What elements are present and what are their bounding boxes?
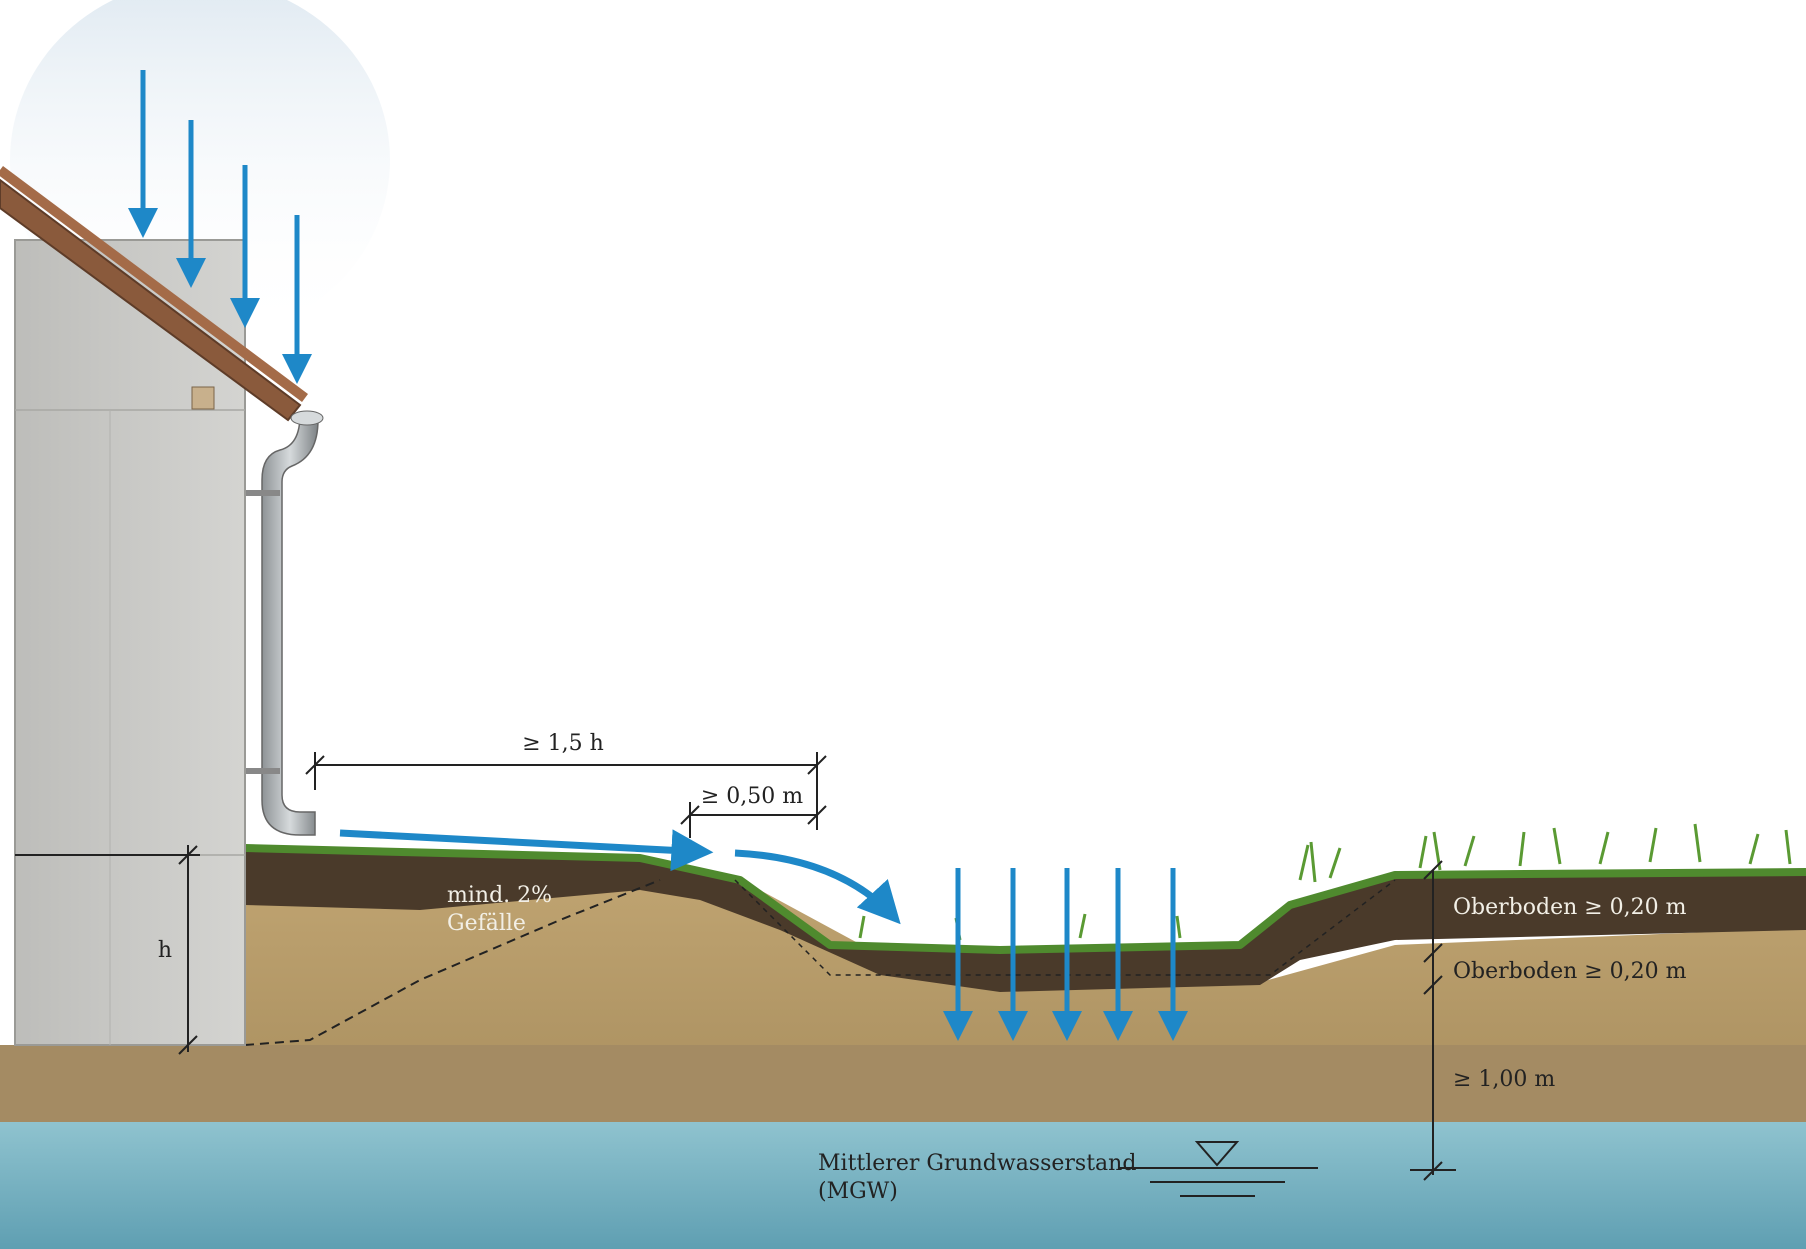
slope-label-line2: Gefälle — [447, 911, 526, 936]
layer-topsoil-1-label: Oberboden ≥ 0,20 m — [1453, 895, 1687, 920]
downpipe — [261, 414, 319, 836]
height-label: h — [158, 938, 172, 963]
runoff-arrow-1 — [339, 829, 714, 872]
layer-depth-label: ≥ 1,00 m — [1453, 1067, 1555, 1092]
roof-bracket — [191, 386, 215, 410]
roof — [0, 178, 302, 422]
dimension-layers — [1410, 860, 1456, 1181]
dimension-distance-label: ≥ 1,5 h — [522, 731, 604, 756]
runoff-arrows — [339, 829, 901, 925]
gravel-base — [0, 1045, 1806, 1122]
topsoil-layer — [245, 848, 1806, 992]
layer-topsoil-2-label: Oberboden ≥ 0,20 m — [1453, 959, 1687, 984]
dimension-trough-edge — [680, 802, 827, 838]
grass-tufts — [858, 823, 1792, 941]
gutter-end — [290, 410, 324, 426]
dimension-distance — [305, 752, 827, 830]
groundwater-body — [0, 1122, 1806, 1249]
dimension-height — [15, 845, 200, 1055]
infiltration-arrows — [943, 868, 1188, 1041]
groundwater-label-line1: Mittlerer Grundwasserstand — [818, 1151, 1136, 1176]
slope-guide-line — [244, 879, 661, 1046]
dimension-trough-edge-label: ≥ 0,50 m — [701, 784, 803, 809]
trough-outline — [734, 879, 1396, 976]
groundwater-label-line2: (MGW) — [818, 1179, 898, 1204]
house-wall — [14, 239, 246, 1046]
rain-arrows — [128, 70, 312, 384]
runoff-arrow-2 — [734, 849, 901, 925]
groundwater-level-symbol — [1118, 1141, 1318, 1197]
slope-label-line1: mind. 2% — [447, 883, 552, 908]
